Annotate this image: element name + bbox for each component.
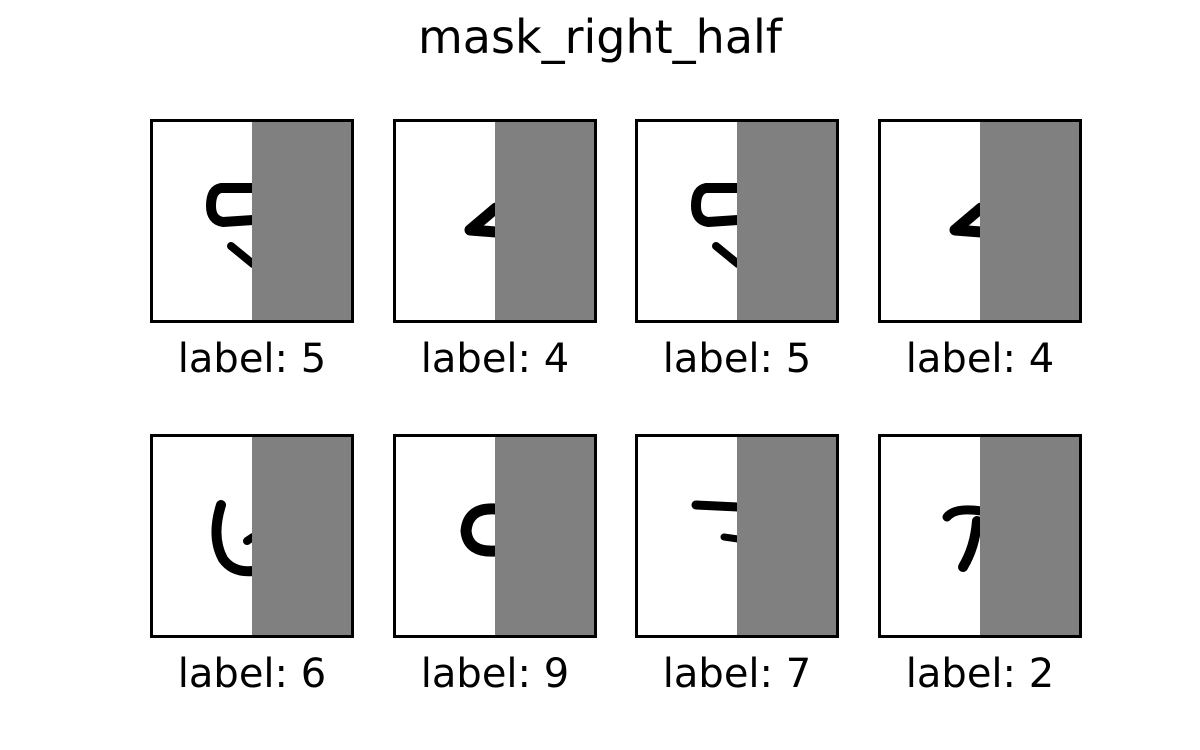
digit-7-glyph (638, 437, 836, 635)
masked-digit-panel (393, 434, 597, 638)
panel-label: label: 6 (177, 651, 327, 697)
digit-5-glyph (153, 122, 351, 320)
digit-4-glyph (881, 122, 1079, 320)
panel-label: label: 4 (905, 336, 1055, 382)
right-half-mask (495, 437, 594, 635)
digit-2-glyph (881, 437, 1079, 635)
right-half-mask (252, 122, 351, 320)
panel-label: label: 9 (420, 651, 570, 697)
digit-stroke (720, 533, 742, 543)
digit-stroke (227, 242, 257, 268)
digit-stroke (958, 516, 982, 572)
digit-stroke (691, 183, 743, 227)
masked-digit-panel (393, 119, 597, 323)
digit-stroke (712, 242, 742, 268)
digit-stroke (206, 183, 258, 227)
digit-6-glyph (153, 437, 351, 635)
panel-label: label: 5 (662, 336, 812, 382)
digit-9-glyph (396, 437, 594, 635)
right-half-mask (980, 122, 1079, 320)
digit-stroke (211, 500, 258, 577)
masked-digit-panel (150, 434, 354, 638)
right-half-mask (980, 437, 1079, 635)
digit-stroke (460, 503, 502, 557)
panel-label: label: 4 (420, 336, 570, 382)
digit-stroke (949, 202, 987, 238)
digit-4-glyph (396, 122, 594, 320)
right-half-mask (737, 437, 836, 635)
masked-digit-panel (635, 434, 839, 638)
right-half-mask (737, 122, 836, 320)
right-half-mask (495, 122, 594, 320)
digit-5-glyph (638, 122, 836, 320)
figure-title: mask_right_half (417, 10, 782, 64)
masked-digit-panel (878, 119, 1082, 323)
masked-digit-panel (150, 119, 354, 323)
digit-stroke (691, 500, 743, 512)
panel-label: label: 2 (905, 651, 1055, 697)
masked-digit-panel (878, 434, 1082, 638)
digit-stroke (464, 202, 502, 238)
digit-stroke (942, 505, 986, 522)
right-half-mask (252, 437, 351, 635)
masked-digit-panel (635, 119, 839, 323)
panel-label: label: 5 (177, 336, 327, 382)
panel-label: label: 7 (662, 651, 812, 697)
